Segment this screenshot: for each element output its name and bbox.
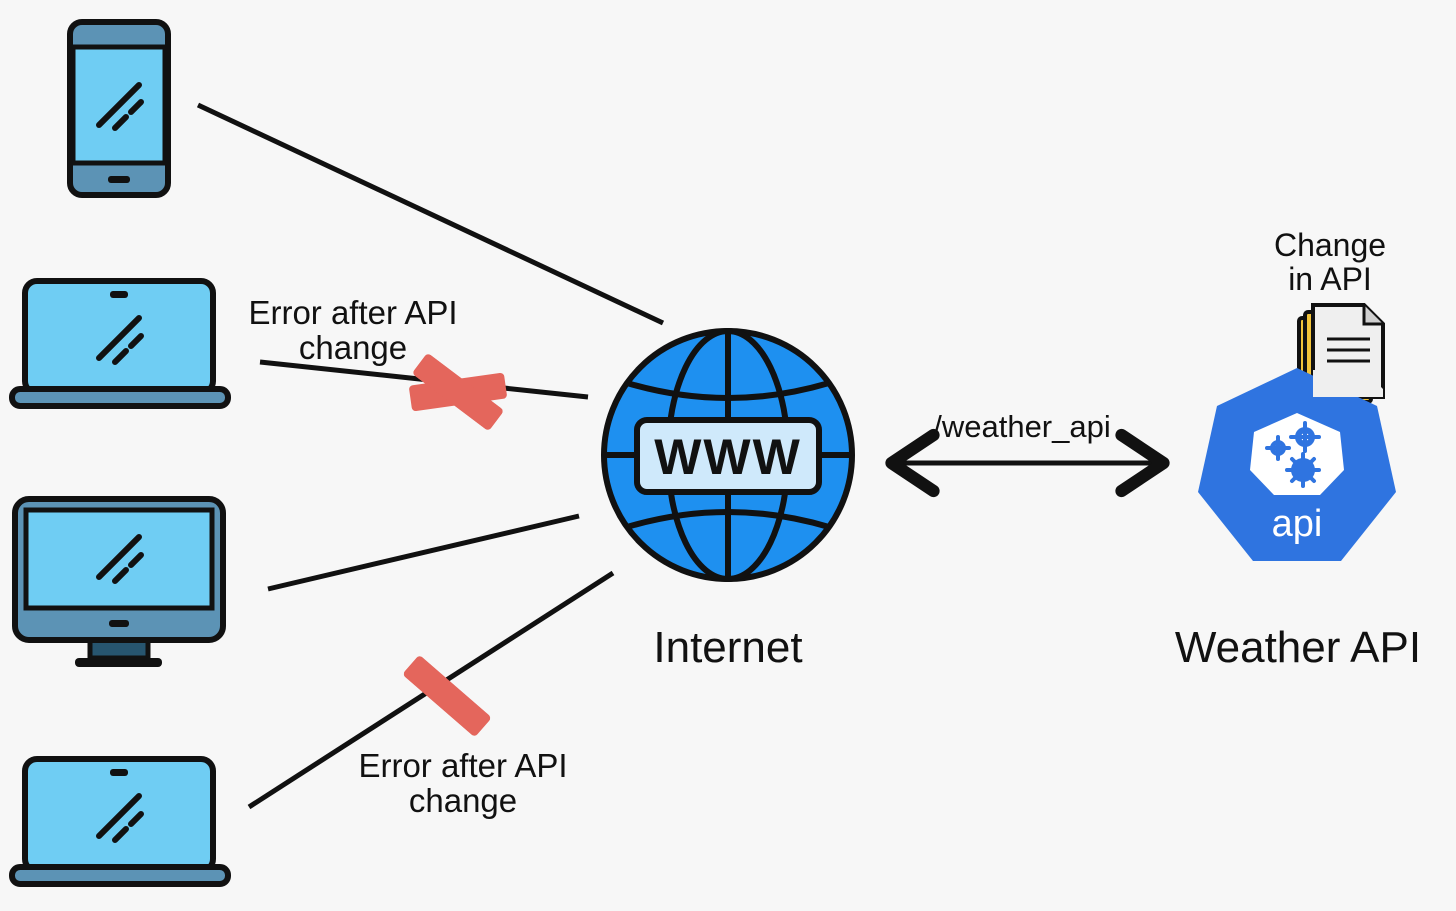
change-label-line2: in API <box>1288 260 1372 297</box>
change-in-api-label: Change in API <box>1250 227 1410 297</box>
laptop-icon-bottom <box>9 756 231 887</box>
api-badge-label: api <box>1272 503 1323 545</box>
red-x-icon-bottom <box>403 656 491 736</box>
weather-api-label: Weather API <box>1174 623 1422 672</box>
desktop-monitor-icon <box>12 496 226 667</box>
red-x-icon-top <box>409 354 507 430</box>
error-label-bottom: Error after API change <box>352 747 574 819</box>
error-label-bottom-line1: Error after API <box>358 747 568 784</box>
laptop-icon-top <box>9 278 231 409</box>
smartphone-icon <box>67 19 171 198</box>
connection-desktop-internet <box>267 513 580 592</box>
www-label: WWW <box>654 429 802 485</box>
error-label-top-line1: Error after API <box>248 294 458 331</box>
error-label-top-line2: change <box>298 328 408 366</box>
internet-label: Internet <box>653 623 803 672</box>
change-label-line1: Change <box>1273 227 1387 263</box>
globe-www-icon: WWW <box>601 328 855 582</box>
route-label: /weather_api <box>933 409 1111 444</box>
error-label-top: Error after API change <box>242 294 464 366</box>
error-label-bottom-line2: change <box>408 781 518 819</box>
api-gears-icon: api <box>1198 368 1396 561</box>
connection-smartphone-internet <box>196 102 665 326</box>
